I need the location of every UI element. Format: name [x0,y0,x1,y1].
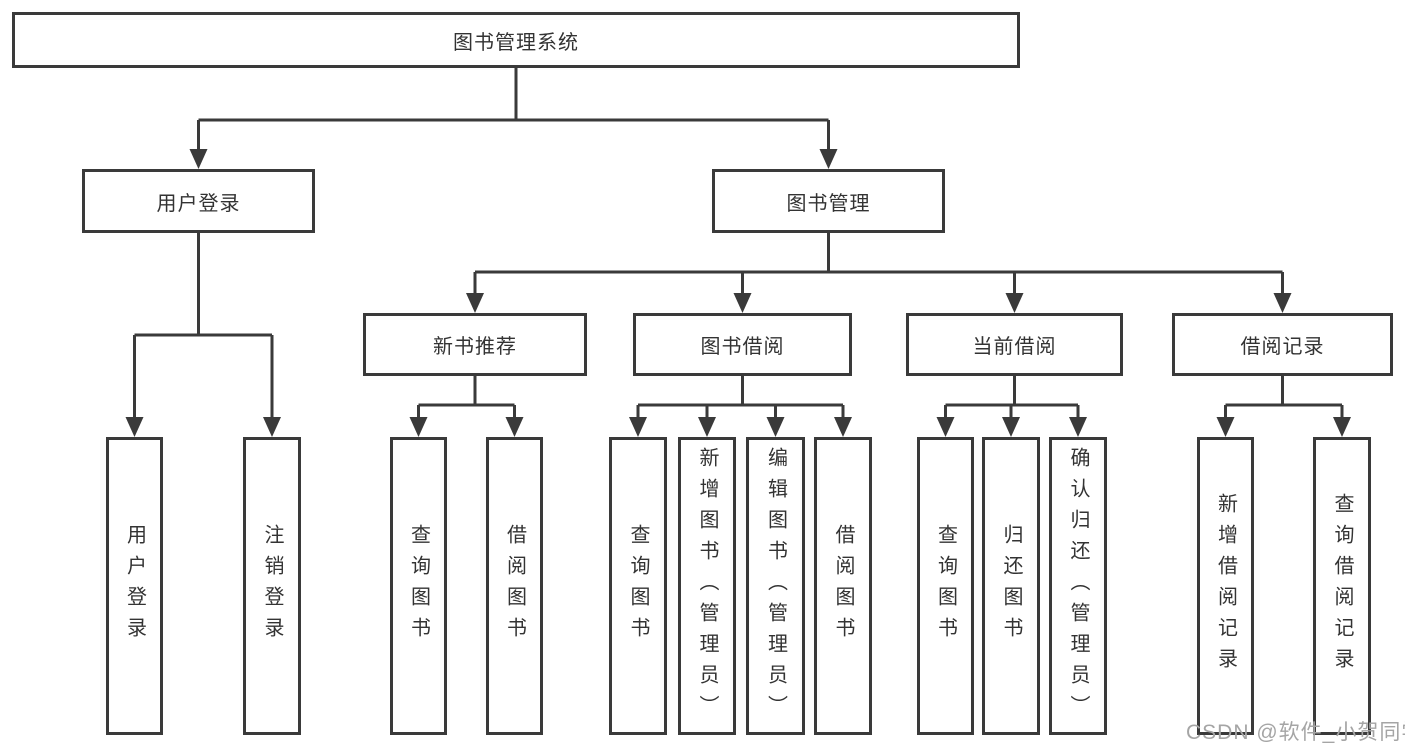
node-root-label: 图书管理系统 [453,31,579,54]
node-leaf-query-borrow-record: 查询借阅记录 [1313,437,1371,735]
node-leaf-query-books-current: 查询图书 [917,437,974,735]
connector-current-borrow-children [936,376,1087,437]
node-leaf-query-books-borrow: 查询图书 [609,437,667,735]
node-leaf-add-borrow-record-label: 新增借阅记录 [1214,493,1237,679]
node-current-borrow: 当前借阅 [906,313,1123,376]
node-leaf-borrow-books-label: 借阅图书 [832,524,854,648]
node-book-borrow: 图书借阅 [633,313,852,376]
node-new-book-recommend-label: 新书推荐 [433,336,517,358]
node-leaf-user-login-label: 用户登录 [123,524,146,648]
node-leaf-return-books: 归还图书 [982,437,1040,735]
node-current-borrow-label: 当前借阅 [972,336,1057,358]
connector-user-login-children [125,233,281,437]
node-leaf-query-books-current-label: 查询图书 [934,524,957,648]
connector-book-management-children [466,233,1292,313]
node-leaf-borrow-books: 借阅图书 [814,437,872,735]
node-leaf-query-books-borrow-label: 查询图书 [627,524,649,648]
node-leaf-query-borrow-record-label: 查询借阅记录 [1331,493,1353,679]
connector-borrow-records-children [1216,376,1351,437]
node-leaf-return-books-label: 归还图书 [1000,524,1022,648]
node-leaf-logout: 注销登录 [243,437,301,735]
node-borrow-records: 借阅记录 [1172,313,1393,376]
node-root: 图书管理系统 [12,12,1020,68]
node-borrow-records-label: 借阅记录 [1240,336,1325,358]
node-leaf-add-book-admin-label: 新增图书（管理员） [696,446,718,726]
node-leaf-confirm-return-admin: 确认归还（管理员） [1049,437,1107,735]
node-book-management: 图书管理 [712,169,945,233]
node-leaf-add-book-admin: 新增图书（管理员） [678,437,736,735]
node-leaf-edit-book-admin-label: 编辑图书（管理员） [764,446,787,726]
connector-new-book-recommend-children [409,376,524,437]
node-leaf-borrow-books-recommend: 借阅图书 [486,437,543,735]
node-new-book-recommend: 新书推荐 [363,313,587,376]
node-book-management-label: 图书管理 [786,192,871,215]
node-leaf-confirm-return-admin-label: 确认归还（管理员） [1067,446,1089,726]
csdn-watermark: CSDN @软件_小贺同学 [1186,721,1405,744]
node-leaf-add-borrow-record: 新增借阅记录 [1197,437,1254,735]
connector-book-borrow-children [629,376,852,437]
node-leaf-edit-book-admin: 编辑图书（管理员） [746,437,805,735]
node-user-login: 用户登录 [82,169,315,233]
node-leaf-borrow-books-recommend-label: 借阅图书 [503,524,526,648]
node-leaf-user-login: 用户登录 [106,437,163,735]
node-leaf-query-books-recommend-label: 查询图书 [407,524,430,648]
connector-root-to-level2 [189,68,838,169]
node-leaf-logout-label: 注销登录 [261,524,283,648]
node-leaf-query-books-recommend: 查询图书 [390,437,447,735]
node-book-borrow-label: 图书借阅 [700,336,785,358]
node-user-login-label: 用户登录 [156,192,241,215]
